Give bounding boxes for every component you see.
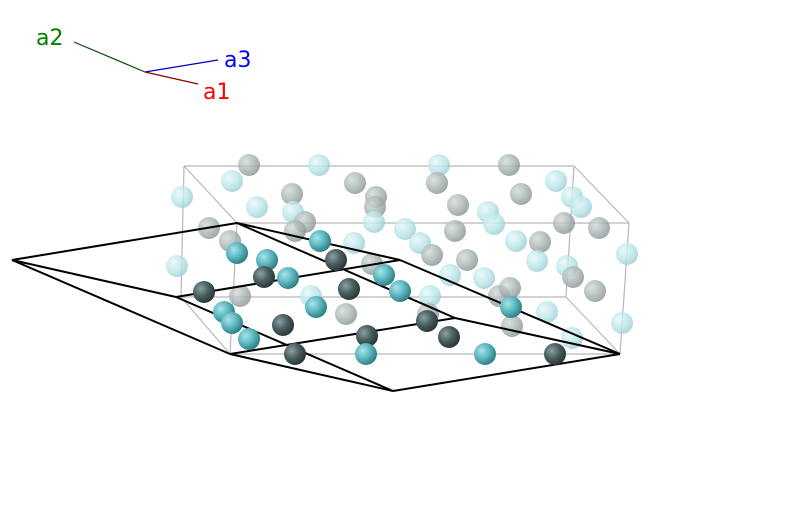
atom-light-cyan[interactable] <box>363 211 385 233</box>
cell-edge <box>183 165 238 224</box>
atom-gray[interactable] <box>335 303 357 325</box>
atom-light-cyan[interactable] <box>428 154 450 176</box>
atom-light-cyan[interactable] <box>473 267 495 289</box>
atom-gray[interactable] <box>499 277 521 299</box>
atom-light-cyan[interactable] <box>419 285 441 307</box>
polyhedron-edge <box>11 222 238 261</box>
cell-edge <box>573 165 630 224</box>
atom-gray[interactable] <box>421 244 443 266</box>
cell-edge <box>619 222 630 355</box>
atom-gray[interactable] <box>281 183 303 205</box>
polyhedron-edge <box>11 259 231 355</box>
polyhedron-edge <box>229 353 394 392</box>
a2-axis-line <box>73 41 146 73</box>
polyhedron-edge <box>175 296 394 392</box>
atom-light-cyan[interactable] <box>616 243 638 265</box>
atom-dark[interactable] <box>544 343 566 365</box>
a3-axis-line <box>144 59 219 73</box>
atom-light-cyan[interactable] <box>561 327 583 349</box>
atom-gray[interactable] <box>501 315 523 337</box>
atom-dark[interactable] <box>284 343 306 365</box>
atom-light-cyan[interactable] <box>526 250 548 272</box>
atom-gray[interactable] <box>426 172 448 194</box>
polyhedron-edge <box>11 259 177 298</box>
atom-cyan[interactable] <box>226 242 248 264</box>
atom-cyan[interactable] <box>355 343 377 365</box>
atom-cyan[interactable] <box>474 343 496 365</box>
atom-gray[interactable] <box>229 285 251 307</box>
atom-light-cyan[interactable] <box>483 213 505 235</box>
cell-edge <box>180 296 231 355</box>
axis-indicator: a2 a3 a1 <box>36 26 251 105</box>
atom-gray[interactable] <box>447 194 469 216</box>
atom-gray[interactable] <box>529 231 551 253</box>
atom-light-cyan[interactable] <box>171 186 193 208</box>
atom-gray[interactable] <box>498 154 520 176</box>
polyhedron-edge <box>454 317 621 355</box>
atoms-front <box>193 230 566 365</box>
atom-gray[interactable] <box>444 220 466 242</box>
a2-label: a2 <box>36 26 63 51</box>
atom-dark[interactable] <box>272 314 294 336</box>
atom-cyan[interactable] <box>221 312 243 334</box>
atom-light-cyan[interactable] <box>308 154 330 176</box>
atom-light-cyan[interactable] <box>505 230 527 252</box>
atom-cyan[interactable] <box>500 296 522 318</box>
atom-cyan[interactable] <box>373 264 395 286</box>
atom-dark[interactable] <box>253 266 275 288</box>
a3-label: a3 <box>224 48 251 73</box>
atom-cyan[interactable] <box>256 249 278 271</box>
atom-light-cyan[interactable] <box>545 170 567 192</box>
atom-cyan[interactable] <box>309 230 331 252</box>
atom-light-cyan[interactable] <box>611 312 633 334</box>
cell-edge <box>565 296 621 355</box>
atom-dark[interactable] <box>338 278 360 300</box>
atom-dark[interactable] <box>438 326 460 348</box>
atom-light-cyan[interactable] <box>394 218 416 240</box>
atom-cyan[interactable] <box>238 328 260 350</box>
polyhedron-edge <box>392 353 621 392</box>
atom-gray[interactable] <box>584 280 606 302</box>
atom-gray[interactable] <box>553 212 575 234</box>
atom-gray[interactable] <box>588 217 610 239</box>
atom-dark[interactable] <box>325 249 347 271</box>
atom-light-cyan[interactable] <box>570 196 592 218</box>
atom-cyan[interactable] <box>389 280 411 302</box>
atom-gray[interactable] <box>238 154 260 176</box>
atom-cyan[interactable] <box>305 296 327 318</box>
atom-dark[interactable] <box>356 325 378 347</box>
atom-light-cyan[interactable] <box>221 170 243 192</box>
atom-light-cyan[interactable] <box>166 255 188 277</box>
atom-gray[interactable] <box>456 249 478 271</box>
atom-gray[interactable] <box>562 266 584 288</box>
a1-axis-line <box>144 71 199 85</box>
atom-gray[interactable] <box>510 183 532 205</box>
polyhedron-edge <box>236 222 456 319</box>
atom-dark[interactable] <box>193 281 215 303</box>
atom-cyan[interactable] <box>277 267 299 289</box>
atom-dark[interactable] <box>416 310 438 332</box>
atom-gray[interactable] <box>344 172 366 194</box>
a1-label: a1 <box>203 80 230 105</box>
atom-light-cyan[interactable] <box>246 196 268 218</box>
atom-light-cyan[interactable] <box>439 264 461 286</box>
atom-light-cyan[interactable] <box>536 301 558 323</box>
